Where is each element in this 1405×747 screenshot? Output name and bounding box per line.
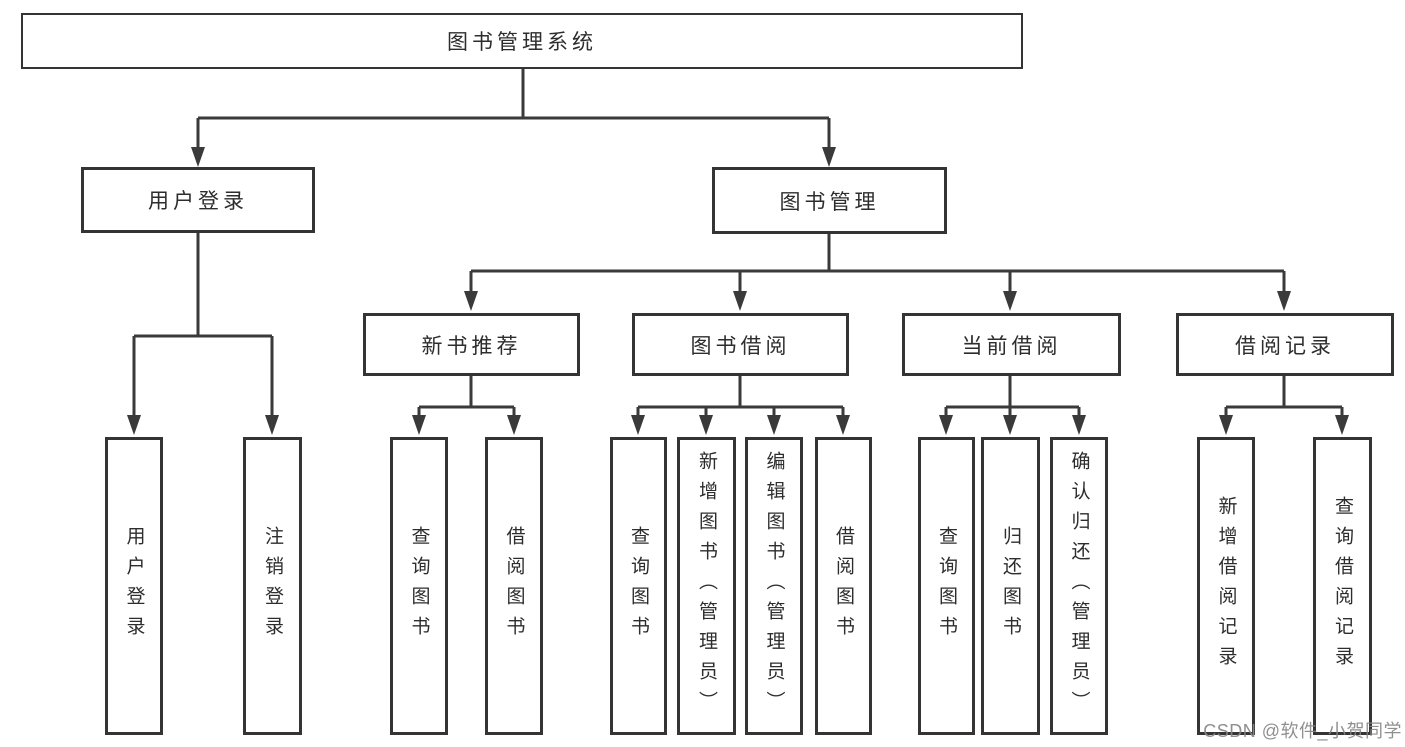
node-book-management: 图书管理	[712, 167, 947, 234]
node-label: 归还图书	[1000, 526, 1021, 646]
leaf-logout-login: 注销登录	[243, 437, 302, 735]
leaf-borrow-book-recommend: 借阅图书	[485, 437, 543, 735]
connector-root-to-level2	[191, 69, 836, 167]
node-label: 借阅记录	[1235, 334, 1335, 358]
leaf-edit-book-admin: 编辑图书（管理员）	[745, 437, 803, 735]
node-label: 查询图书	[628, 526, 649, 646]
node-label: 查询借阅记录	[1332, 496, 1353, 676]
leaf-confirm-return-admin: 确认归还（管理员）	[1050, 437, 1108, 735]
node-book-borrow: 图书借阅	[632, 313, 849, 376]
leaf-add-book-admin: 新增图书（管理员）	[677, 437, 736, 735]
connector-current-borrow-to-leaves	[939, 375, 1086, 435]
node-borrow-record: 借阅记录	[1176, 313, 1394, 376]
node-user-login: 用户登录	[81, 167, 315, 233]
node-label: 借阅图书	[503, 526, 525, 646]
node-new-book-recommend: 新书推荐	[363, 313, 580, 376]
connector-book-borrow-to-leaves	[631, 375, 850, 435]
leaf-return-book: 归还图书	[981, 437, 1040, 735]
connector-borrow-record-to-leaves	[1219, 375, 1349, 435]
leaf-borrow-book: 借阅图书	[815, 437, 872, 735]
node-label: 新书推荐	[421, 334, 522, 358]
node-label: 图书管理	[779, 190, 880, 214]
node-label: 确认归还（管理员）	[1068, 451, 1090, 721]
node-label: 新增借阅记录	[1215, 496, 1237, 676]
node-label: 图书借阅	[690, 334, 791, 358]
node-current-borrow: 当前借阅	[902, 313, 1121, 376]
csdn-watermark: CSDN @软件_小贺同学	[1203, 721, 1402, 741]
leaf-add-borrow-record: 新增借阅记录	[1197, 437, 1255, 735]
node-label: 查询图书	[408, 526, 430, 646]
node-label: 当前借阅	[961, 334, 1062, 358]
node-library-management-system: 图书管理系统	[21, 13, 1023, 69]
leaf-query-book-current: 查询图书	[918, 437, 975, 735]
connector-book-management-to-level3	[464, 234, 1291, 311]
node-label: 注销登录	[262, 526, 283, 646]
leaf-query-book-borrow: 查询图书	[610, 437, 667, 735]
connector-user-login-to-leaves	[127, 232, 279, 435]
leaf-query-borrow-record: 查询借阅记录	[1313, 437, 1372, 735]
node-label: 查询图书	[936, 526, 957, 646]
node-label: 图书管理系统	[447, 31, 597, 54]
connector-new-book-recommend-to-leaves	[412, 376, 521, 435]
node-label: 编辑图书（管理员）	[763, 451, 785, 721]
leaf-user-login: 用户登录	[105, 437, 163, 735]
node-label: 借阅图书	[833, 526, 854, 646]
node-label: 新增图书（管理员）	[696, 451, 717, 721]
node-label: 用户登录	[148, 190, 248, 213]
leaf-query-book-recommend: 查询图书	[390, 437, 448, 735]
node-label: 用户登录	[123, 526, 145, 646]
